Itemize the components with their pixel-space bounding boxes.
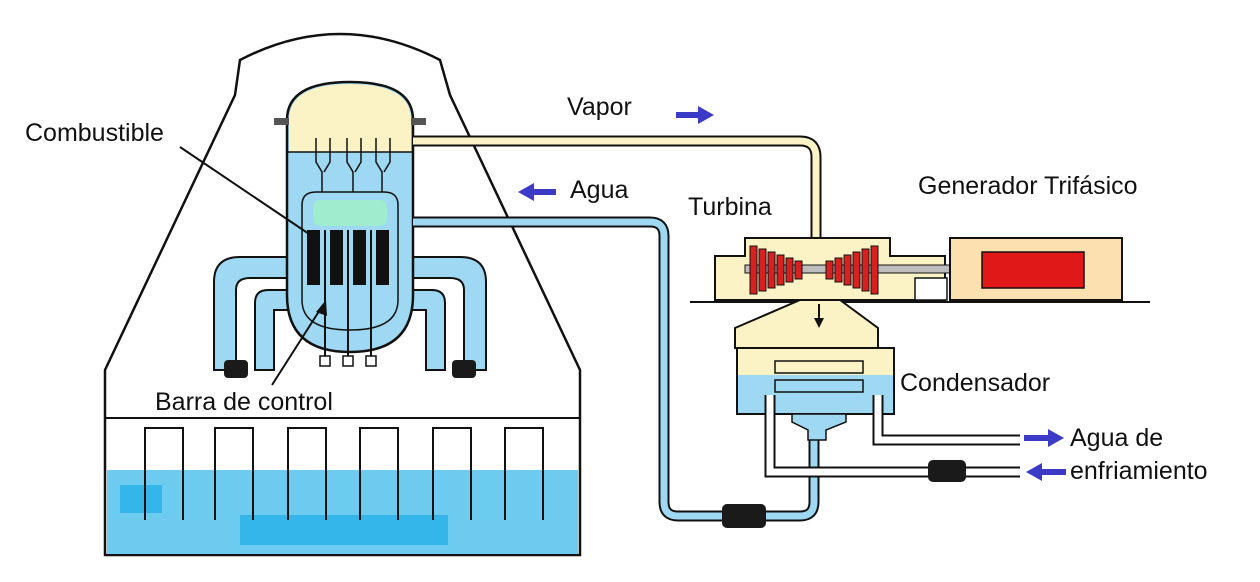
- arrow-agua: [518, 183, 556, 201]
- condenser-tube-2: [774, 379, 864, 393]
- feedwater-pump: [722, 504, 766, 528]
- label-agua: Agua: [570, 176, 629, 204]
- vessel-flange-left: [274, 118, 289, 125]
- condenser-hotwell: [791, 413, 847, 441]
- leader-combustible: [179, 146, 319, 241]
- turbine-exhaust: [734, 299, 879, 349]
- leader-barra-control: [271, 304, 324, 386]
- label-agua-de: Agua de: [1070, 424, 1164, 452]
- fuel-rods: [307, 230, 389, 285]
- pool-highlight-left: [120, 485, 162, 513]
- control-rods: [324, 230, 372, 356]
- pool-highlight-bottom: [240, 515, 448, 545]
- cooling-water-out: [872, 395, 1020, 446]
- label-combustible: Combustible: [25, 119, 164, 147]
- pool-vents: [144, 427, 544, 520]
- generator-rotor: [981, 251, 1085, 289]
- core-glow: [313, 200, 387, 226]
- label-barra-de-control: Barra de control: [155, 388, 333, 416]
- bearing-block: [914, 277, 948, 301]
- arrow-vapor: [676, 106, 714, 124]
- reactor-dome-steam: [289, 84, 411, 152]
- condenser-tube-1: [774, 360, 864, 374]
- steam-separators: [315, 138, 391, 192]
- arrow-cooling-in: [1026, 463, 1066, 481]
- label-enfriamiento: enfriamiento: [1070, 457, 1208, 485]
- label-generador-trifasico: Generador Trifásico: [918, 172, 1138, 200]
- core-shroud: [301, 191, 399, 331]
- cooling-pump: [928, 460, 966, 482]
- label-condensador: Condensador: [900, 369, 1051, 397]
- label-vapor: Vapor: [567, 93, 632, 121]
- recirculation-pump-right: [452, 360, 476, 378]
- turbine-blades: [749, 245, 879, 295]
- control-rod-drives: [319, 355, 377, 367]
- vessel-flange-right: [411, 118, 426, 125]
- arrow-cooling-out: [1024, 429, 1064, 447]
- recirculation-pump-left: [224, 360, 248, 378]
- label-turbina: Turbina: [688, 193, 772, 221]
